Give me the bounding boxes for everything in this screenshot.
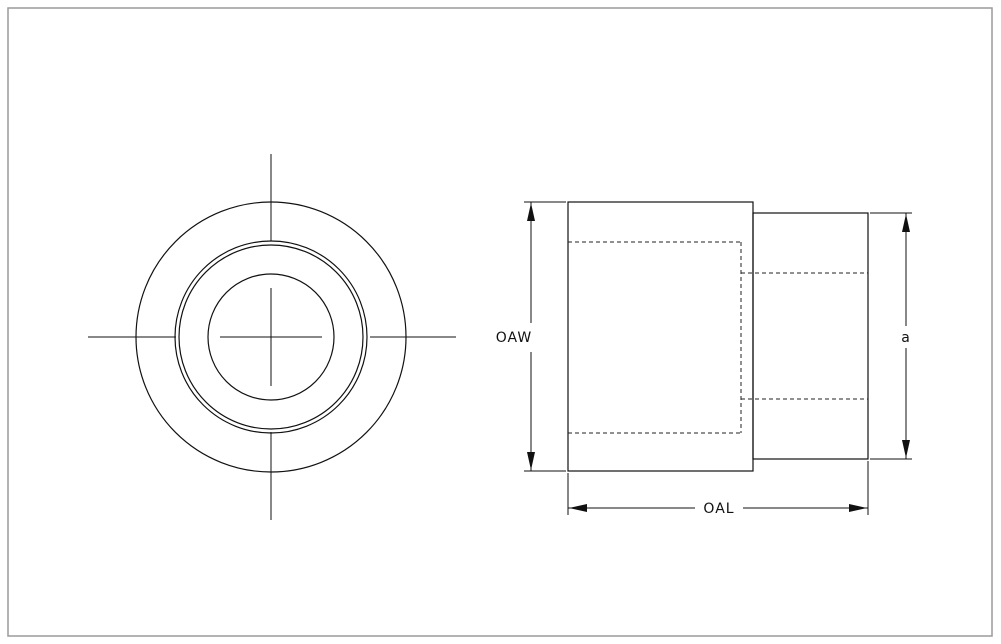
small-body-outline bbox=[752, 212, 869, 460]
dimension-a: a bbox=[870, 212, 912, 460]
arrowhead-oal-left bbox=[569, 504, 587, 512]
arrowhead-a-top bbox=[902, 214, 910, 232]
dimension-label-oaw: OAW bbox=[496, 330, 532, 346]
arrowhead-oaw-top bbox=[527, 203, 535, 221]
step-circle-inner bbox=[178, 244, 364, 430]
dimension-oal: OAL bbox=[567, 461, 869, 517]
dimension-label-a: a bbox=[901, 330, 911, 346]
arrowhead-a-bottom bbox=[902, 440, 910, 458]
drawing-border bbox=[7, 7, 993, 637]
bore-circle bbox=[207, 273, 335, 401]
arrowhead-oaw-bottom bbox=[527, 452, 535, 470]
arrowhead-oal-right bbox=[849, 504, 867, 512]
dimension-label-oal: OAL bbox=[703, 501, 734, 517]
end-view bbox=[88, 154, 456, 520]
side-view bbox=[567, 201, 869, 472]
dimension-oaw: OAW bbox=[496, 201, 566, 472]
